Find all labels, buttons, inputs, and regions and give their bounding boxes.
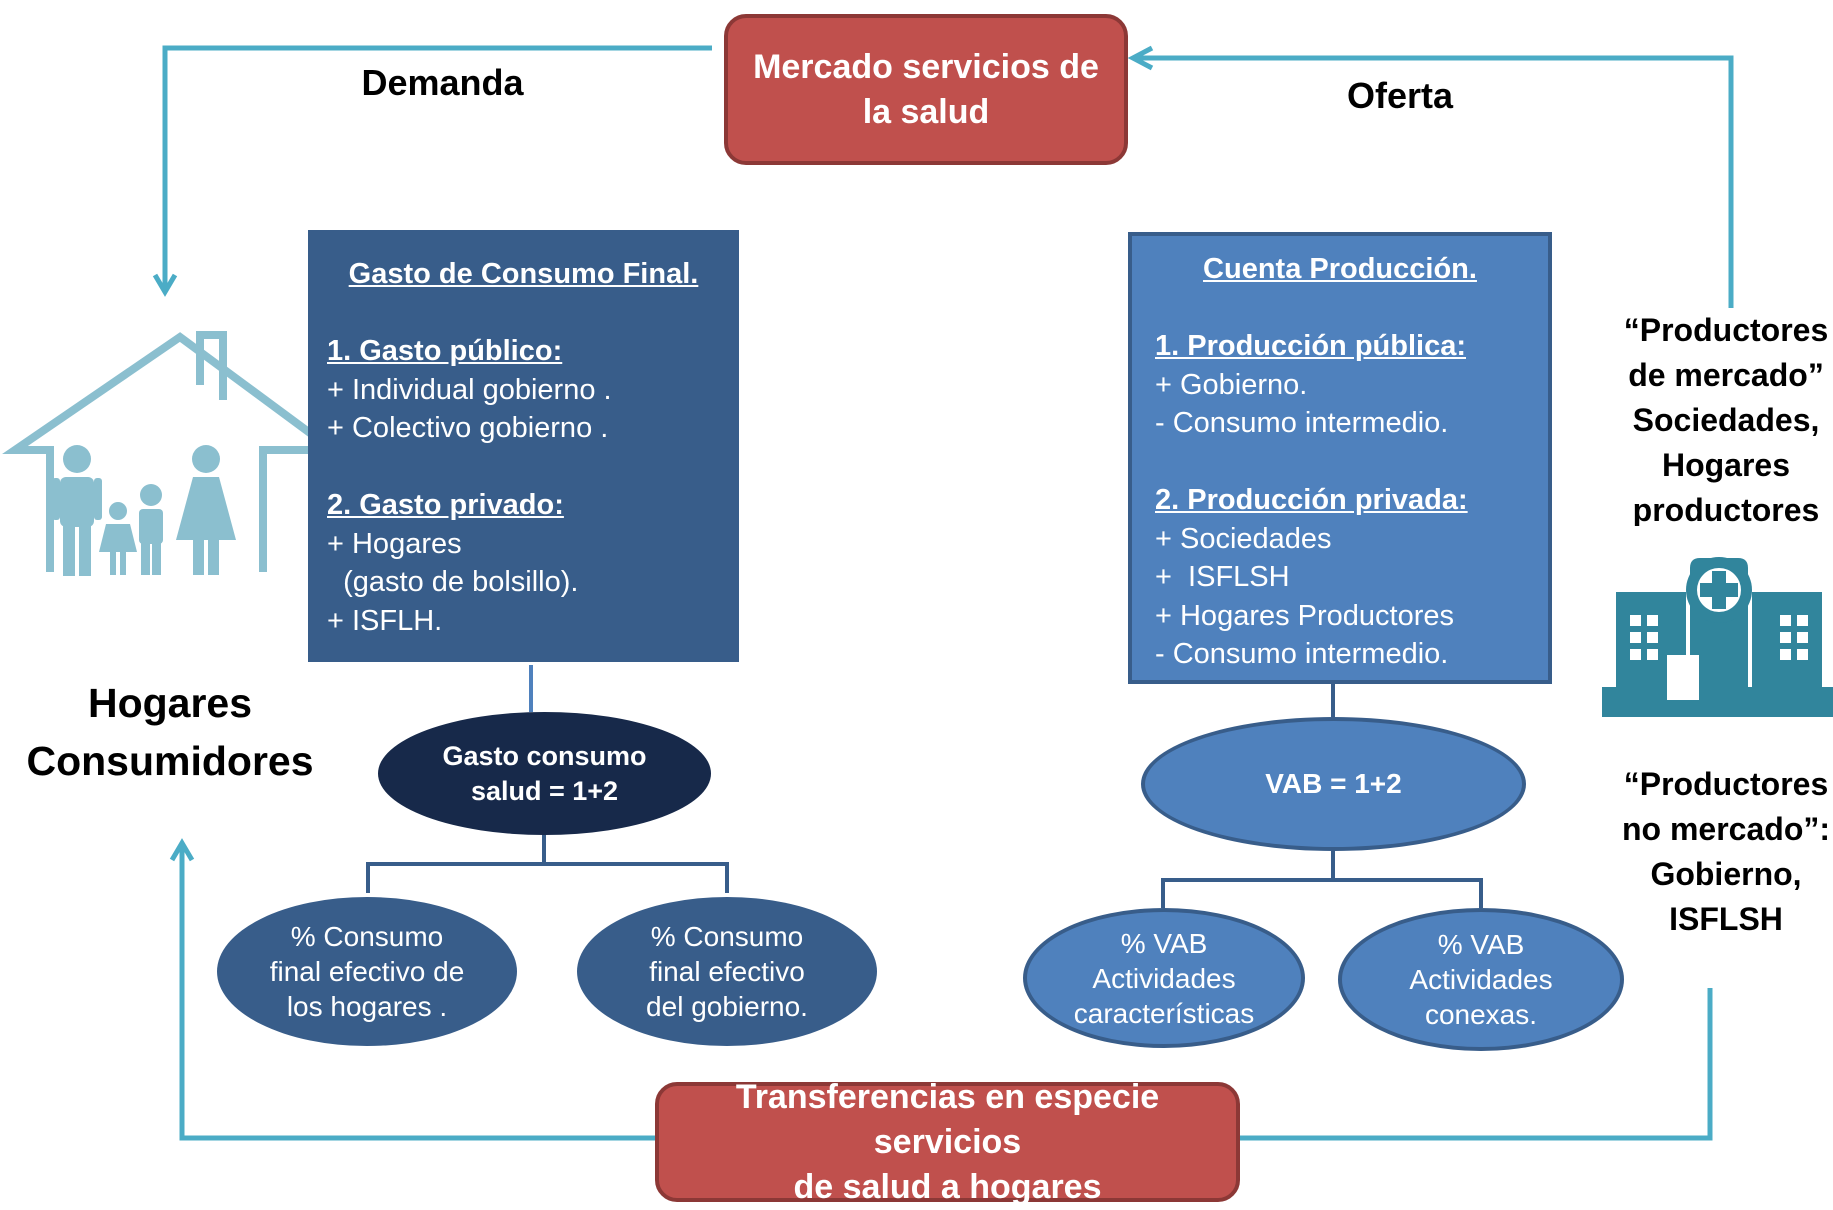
market-box-line1: Mercado servicios de — [753, 47, 1099, 86]
hogares-line1: Hogares — [87, 680, 253, 726]
oferta-arrow — [1135, 55, 1734, 308]
gasto-box-title: Gasto de Consumo Final. — [348, 258, 699, 290]
vab-ellipse: VAB = 1+2 — [1141, 717, 1526, 851]
hogares-line2: Consumidores — [26, 738, 314, 784]
produccion-box-title: Cuenta Producción. — [1203, 253, 1477, 285]
produccion-privada-title: 2. Producción privada: — [1155, 484, 1468, 516]
demanda-arrowhead — [152, 273, 178, 297]
consumo-hogares-ellipse: % Consumo final efectivo de los hogares … — [217, 897, 517, 1046]
hogares-consumidores-label: Hogares Consumidores — [0, 674, 340, 790]
market-box-line2: la salud — [862, 92, 990, 131]
vab-conexas-ellipse: % VAB Actividades conexas. — [1338, 908, 1624, 1051]
oferta-label: Oferta — [1346, 75, 1454, 116]
productores-no-mercado-label: “Productores no mercado”: Gobierno, ISFL… — [1621, 766, 1831, 937]
consumo-gobierno-ellipse: % Consumo final efectivo del gobierno. — [577, 897, 877, 1046]
vab-tree-connector — [1161, 878, 1483, 908]
transfer-right-line — [1240, 988, 1713, 1141]
productores-mercado-label: “Productores de mercado” Sociedades, Hog… — [1623, 312, 1829, 526]
family-figures — [52, 445, 236, 576]
transfer-box: Transferencias en especie servicios de s… — [655, 1078, 1240, 1206]
family-house-icon — [2, 331, 346, 572]
gasto-tree-connector — [366, 862, 729, 893]
vab-caracteristicas-ellipse: % VAB Actividades características — [1023, 908, 1305, 1048]
gasto-publico-title: 1. Gasto público: — [327, 335, 563, 367]
demanda-label: Demanda — [361, 62, 524, 103]
oferta-arrowhead — [1127, 45, 1154, 71]
transfer-arrowhead — [169, 838, 195, 862]
gasto-consumo-salud-ellipse: Gasto consumo salud = 1+2 — [378, 712, 711, 835]
transfer-left-arrow — [179, 845, 655, 1141]
gasto-privado-title: 2. Gasto privado: — [327, 489, 564, 521]
demanda-arrow — [162, 45, 712, 290]
gasto-consumo-box: Gasto de Consumo Final. 1. Gasto público… — [308, 230, 739, 662]
produccion-publica-title: 1. Producción pública: — [1155, 330, 1466, 362]
market-box: Mercado servicios de la salud — [724, 14, 1128, 165]
transfer-box-line2: de salud a hogares — [793, 1167, 1102, 1206]
cuenta-produccion-box: Cuenta Producción. 1. Producción pública… — [1128, 232, 1552, 684]
transfer-box-line1: Transferencias en especie servicios — [735, 1077, 1160, 1161]
